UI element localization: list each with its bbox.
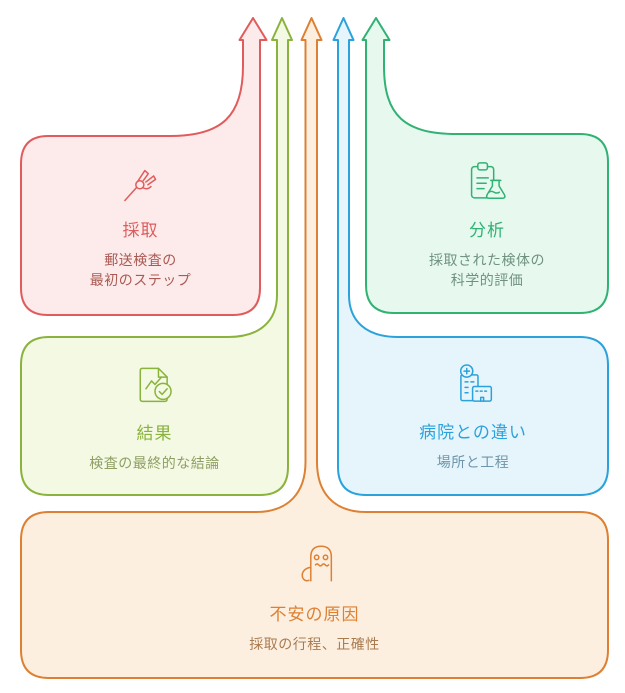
flow-results-shape — [20, 17, 293, 496]
flow-collection-shape — [20, 17, 268, 316]
flow-anxiety-shape — [20, 17, 609, 679]
flow-hospital-shape — [332, 17, 609, 496]
flow-analysis-shape — [361, 17, 609, 314]
